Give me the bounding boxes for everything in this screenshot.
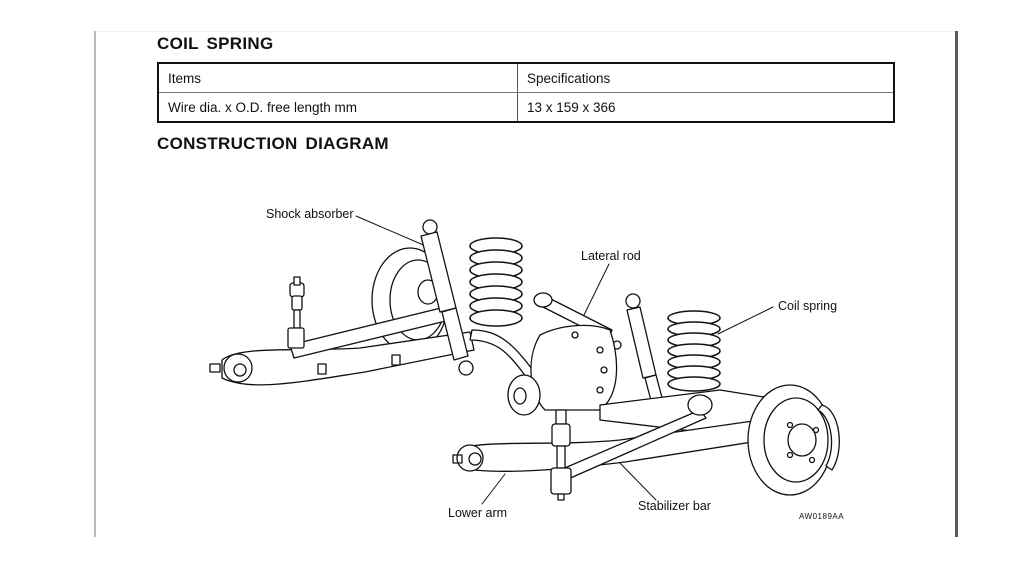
table-header-specifications: Specifications [517, 62, 895, 93]
suspension-diagram [209, 215, 840, 505]
label-lower-arm: Lower arm [448, 506, 508, 520]
right-disc-brake [747, 384, 840, 496]
left-bump-stopper [287, 276, 305, 349]
leader-lateral-rod [582, 263, 610, 318]
leader-lower-arm [481, 473, 506, 505]
leader-lines [355, 215, 774, 505]
leader-shock-absorber [355, 215, 429, 248]
right-coil-spring [667, 310, 721, 392]
label-stabilizer-bar: Stabilizer bar [638, 499, 711, 513]
differential-housing [507, 324, 618, 416]
diagram-title: CONSTRUCTION DIAGRAM [157, 134, 389, 153]
section-title: COIL SPRING [157, 34, 274, 53]
left-coil-spring [469, 237, 523, 327]
table-row: Wire dia. x O.D. free length mm 13 x 159… [157, 92, 895, 123]
table-header-row: Items Specifications [157, 62, 895, 93]
left-shock-absorber [420, 219, 474, 376]
table-header-items: Items [157, 62, 518, 93]
table-cell-spec: 13 x 159 x 366 [517, 92, 895, 123]
table-cell-item: Wire dia. x O.D. free length mm [157, 92, 518, 123]
spec-table: Items Specifications Wire dia. x O.D. fr… [157, 62, 895, 123]
page-top-rule [95, 31, 955, 32]
label-coil-spring: Coil spring [778, 299, 838, 313]
left-lower-arm [209, 331, 475, 386]
page-right-border [955, 31, 958, 537]
label-lateral-rod: Lateral rod [581, 249, 641, 263]
page-left-border [94, 31, 96, 537]
figure-code: AW0189AA [799, 512, 845, 521]
leader-stabilizer-bar [617, 460, 657, 501]
leader-coil-spring [717, 306, 774, 335]
label-shock-absorber: Shock absorber [266, 207, 354, 221]
right-lower-arm [452, 419, 766, 472]
stabilizer-bushing [687, 394, 713, 416]
stabilizer-link [550, 409, 572, 501]
